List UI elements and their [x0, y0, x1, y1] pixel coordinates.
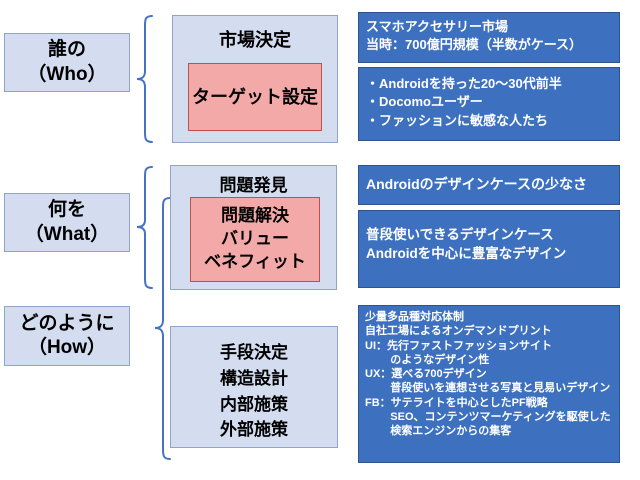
stage-problem-title: 問題発見 — [219, 176, 288, 195]
stage-box-market[interactable]: 市場決定 ターゲット設定 — [172, 15, 338, 143]
pink-value-line2: バリュー — [221, 229, 289, 249]
info-panel-value-benefit[interactable]: 普段使いできるデザインケース Androidを中心に豊富なデザイン — [358, 210, 620, 288]
execution-plan-line-5: UX：選べる700デザイン — [365, 368, 487, 381]
execution-plan-line-1: 少量多品種対応体制 — [365, 311, 464, 323]
execution-plan-line-7: FB：サテライトを中心としたPF戦略 — [365, 396, 548, 409]
pink-box-value[interactable]: 問題解決 バリュー ベネフィット — [190, 197, 320, 282]
value-benefit-line-2: Androidを中心に豊富なデザイン — [366, 246, 567, 262]
stage-market-title: 市場決定 — [219, 30, 291, 50]
execution-plan-line-4: のようなデザイン性 — [390, 353, 490, 366]
info-panel-problem-statement[interactable]: Androidのデザインケースの少なさ — [358, 165, 620, 205]
target-persona-line-2: ・Docomoユーザー — [366, 94, 483, 110]
value-benefit-line-1: 普段使いできるデザインケース — [366, 227, 554, 242]
target-persona-line-3: ・ファッションに敏感な人たち — [366, 112, 549, 128]
pink-box-target[interactable]: ターゲット設定 — [188, 63, 322, 131]
pink-value-line1: 問題解決 — [221, 206, 289, 226]
question-box-how[interactable]: どのように （How） — [4, 306, 130, 366]
stage-box-means[interactable]: 手段決定 構造設計 内部施策 外部施策 — [170, 326, 338, 448]
execution-plan-line-6: 普段使いを連想させる写真と見易いデザイン — [390, 382, 611, 395]
question-box-what[interactable]: 何を （What） — [4, 193, 130, 252]
execution-plan-line-8: SEO、コンテンツマーケティングを駆使した — [390, 411, 611, 424]
stage-means-item-2: 構造設計 — [220, 368, 288, 388]
info-panel-execution-plan[interactable]: 少量多品種対応体制 自社工場によるオンデマンドプリント UI：先行ファストファッ… — [358, 305, 620, 463]
question-what-line1: 何を — [47, 199, 86, 221]
brace-what-icon — [136, 166, 153, 289]
pink-target-line1: ターゲット設定 — [192, 86, 318, 107]
stage-means-item-3: 内部施策 — [220, 394, 288, 414]
question-how-line2: （How） — [27, 337, 107, 358]
pink-value-line3: ベネフィット — [204, 251, 306, 271]
question-box-who[interactable]: 誰の （Who） — [4, 33, 130, 92]
question-who-line1: 誰の — [47, 39, 86, 61]
info-panel-market-size[interactable]: スマホアクセサリー市場 当時：700億円規模（半数がケース） — [358, 12, 620, 63]
question-how-line1: どのように — [19, 312, 115, 334]
question-who-line2: （Who） — [27, 63, 107, 85]
target-persona-line-1: ・Androidを持った20～30代前半 — [366, 76, 562, 91]
stage-means-item-4: 外部施策 — [220, 420, 288, 440]
stage-means-item-1: 手段決定 — [220, 343, 288, 362]
stage-means-list: 手段決定 構造設計 内部施策 外部施策 — [171, 340, 337, 443]
execution-plan-line-2: 自社工場によるオンデマンドプリント — [365, 325, 552, 338]
info-panel-target-persona[interactable]: ・Androidを持った20～30代前半 ・Docomoユーザー ・ファッション… — [358, 67, 620, 141]
execution-plan-line-9: 検索エンジンからの集客 — [390, 425, 512, 438]
problem-statement-line-1: Androidのデザインケースの少なさ — [366, 176, 587, 193]
brace-who-icon — [136, 15, 153, 143]
brace-how-icon — [154, 197, 171, 460]
market-size-line-2: 当時：700億円規模（半数がケース） — [366, 37, 583, 53]
market-size-line-1: スマホアクセサリー市場 — [366, 19, 508, 34]
stage-box-problem[interactable]: 問題発見 問題解決 バリュー ベネフィット — [170, 165, 337, 290]
question-what-line2: （What） — [24, 223, 110, 245]
execution-plan-line-3: UI：先行ファストファッションサイト — [365, 339, 552, 352]
